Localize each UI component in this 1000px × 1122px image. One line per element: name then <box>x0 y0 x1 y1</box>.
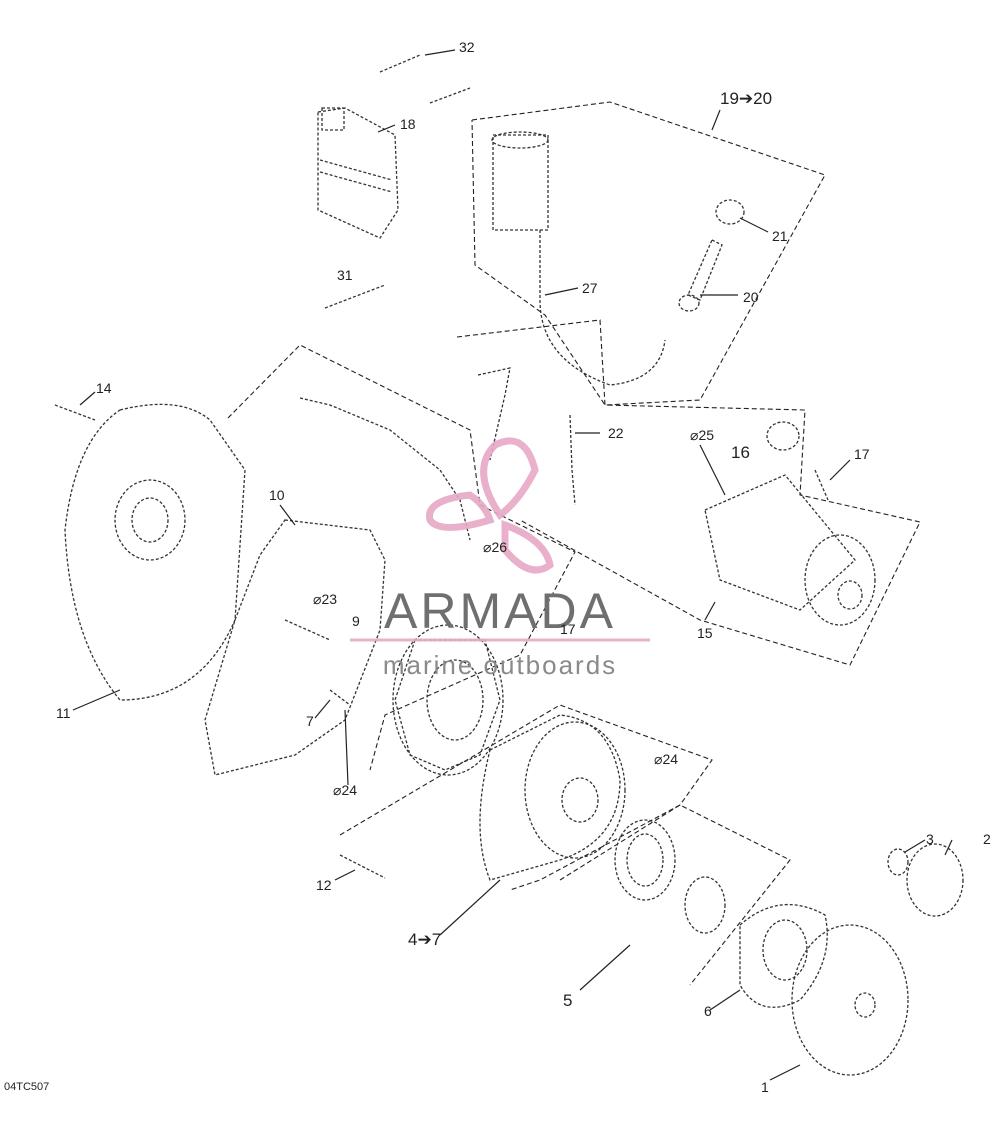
part-6-bearing <box>739 903 828 1008</box>
reference-code: 04TC507 <box>4 1081 50 1093</box>
part-27-relay <box>491 131 666 386</box>
group-outline-5 <box>559 804 791 986</box>
callout-17: 17 <box>854 446 870 462</box>
callout-4-7: 4➔7 <box>408 930 442 949</box>
part-1-ring-gear-hub <box>854 992 876 1018</box>
part-24-bolt <box>329 689 351 706</box>
callout-24a-text: 24 <box>662 751 679 767</box>
callout-24b-text: 24 <box>341 782 358 798</box>
group-outline-4-7 <box>339 704 713 891</box>
callout-1: 1 <box>761 1079 769 1095</box>
callout-9: 9 <box>352 613 360 629</box>
callout-20: 20 <box>743 289 759 305</box>
callout-10: 10 <box>269 487 285 503</box>
part-17-bolt <box>814 469 829 501</box>
callout-32: 32 <box>459 39 475 55</box>
part-23-bolt <box>284 619 331 641</box>
stator-wire <box>299 397 471 541</box>
callout-18: 18 <box>400 116 416 132</box>
callout-19-20: 19➔20 <box>720 89 773 108</box>
part-31-bolt <box>324 284 386 309</box>
callout-11: 11 <box>56 705 71 721</box>
part-15-starter-motor <box>704 474 876 626</box>
callout-26: ⌀26 <box>483 539 508 555</box>
part-6-bearing-inner <box>762 919 808 981</box>
part-1-ring-gear <box>791 924 909 1076</box>
callout-22: 22 <box>608 425 624 441</box>
callout-21: 21 <box>772 228 788 244</box>
callout-31: 31 <box>337 267 353 283</box>
callout-25: ⌀25 <box>690 427 715 443</box>
callout-2: 2 <box>983 831 991 847</box>
part-20-21-terminal <box>678 199 745 312</box>
part-12-bolt <box>339 854 386 879</box>
callout-5: 5 <box>563 991 573 1010</box>
callout-17b: 17 <box>560 621 576 637</box>
callout-6: 6 <box>704 1003 712 1019</box>
watermark-brand: ARMADA <box>384 583 616 639</box>
part-16-oring <box>766 421 800 451</box>
leader-lines <box>72 49 953 1081</box>
callout-12: 12 <box>316 877 332 893</box>
callout-24b: ⌀24 <box>333 782 358 798</box>
part-14-bolt <box>54 404 96 421</box>
watermark-tagline: marine outboards <box>382 650 618 680</box>
callout-16: 16 <box>731 443 750 462</box>
group-outline-19-20 <box>471 101 826 406</box>
callout-23-text: 23 <box>321 591 338 607</box>
part-3-washer <box>887 848 909 876</box>
group-outline-stator <box>227 344 576 771</box>
group-outline-15 <box>456 319 921 666</box>
part-32-bolt <box>379 54 471 104</box>
callout-15: 15 <box>697 625 713 641</box>
part-5-seal-inner <box>626 833 664 887</box>
part-18-ignition-module <box>317 107 399 239</box>
callout-23: ⌀23 <box>313 591 338 607</box>
callout-26-text: 26 <box>491 539 508 555</box>
logo-propeller-icon <box>480 437 539 521</box>
part-5-washer <box>684 876 726 934</box>
callout-14: 14 <box>96 380 112 396</box>
part-11-cover <box>64 403 246 701</box>
part-10-gasket <box>204 519 386 776</box>
callout-24a: ⌀24 <box>654 751 679 767</box>
part-2-gear <box>906 843 964 917</box>
callout-7: 7 <box>306 713 314 729</box>
part-22-cable <box>477 367 576 506</box>
callout-27: 27 <box>582 280 598 296</box>
part-4-flywheel <box>479 714 626 881</box>
callout-3: 3 <box>926 831 934 847</box>
part-5-seal <box>614 819 676 901</box>
part-9-stator <box>392 624 504 776</box>
callout-25-text: 25 <box>698 427 715 443</box>
watermark-logo <box>350 437 650 642</box>
